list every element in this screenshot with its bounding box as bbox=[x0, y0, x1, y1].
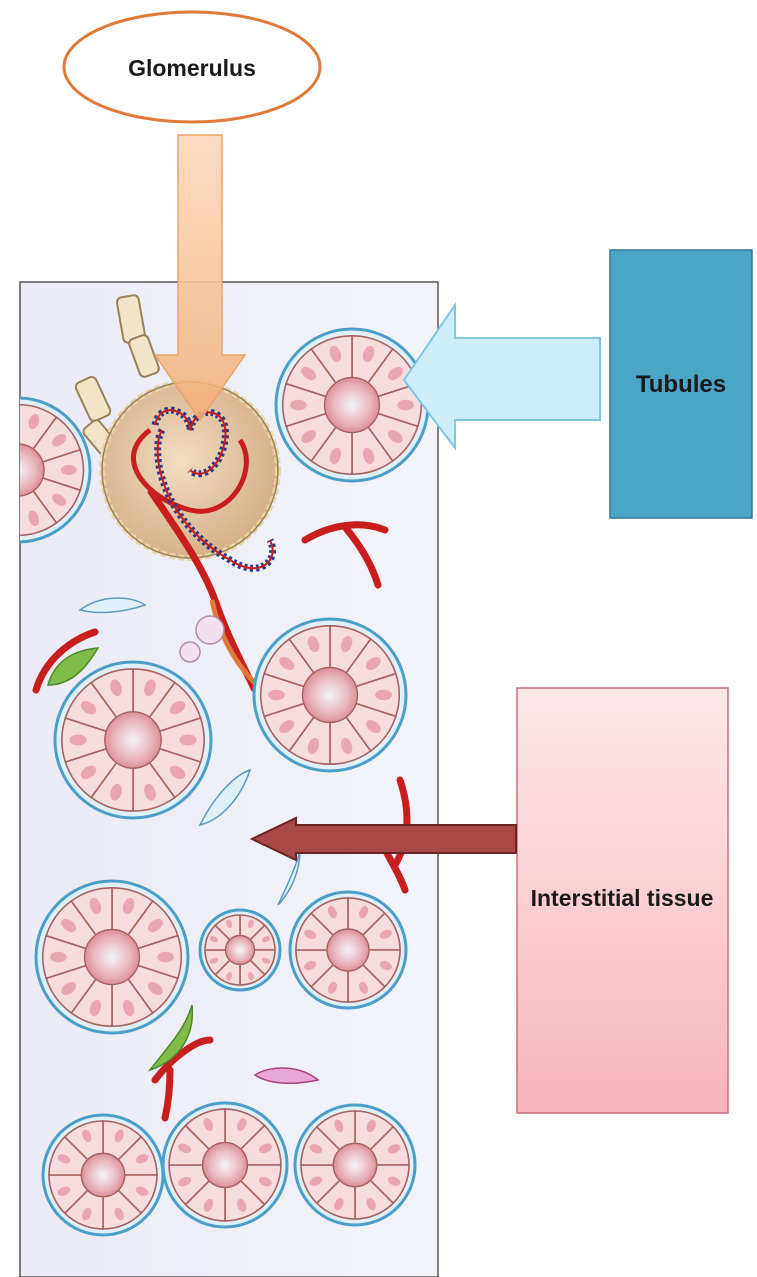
interstitial-arrow bbox=[252, 818, 516, 860]
cell-nucleus bbox=[179, 735, 196, 746]
tubule-lumen bbox=[303, 668, 358, 723]
tubule bbox=[276, 329, 428, 481]
tubules-label: Tubules bbox=[636, 371, 726, 398]
tubules-callout: Tubules bbox=[404, 250, 752, 518]
epithelial-cell bbox=[0, 417, 3, 462]
tubule-lumen bbox=[333, 1143, 376, 1186]
cell-nucleus bbox=[290, 400, 307, 411]
tubule bbox=[290, 892, 406, 1008]
cell-nucleus bbox=[61, 465, 77, 475]
tubule bbox=[163, 1103, 287, 1227]
epithelial-cell bbox=[0, 405, 18, 449]
tubule bbox=[200, 910, 280, 990]
interstitial-label: Interstitial tissue bbox=[531, 885, 714, 911]
tubule-lumen bbox=[327, 929, 369, 971]
cell-nucleus bbox=[0, 413, 9, 431]
tubule-lumen bbox=[105, 712, 161, 768]
tubule-lumen bbox=[226, 936, 255, 965]
cell-nucleus bbox=[268, 690, 285, 701]
cell-nucleus bbox=[69, 735, 86, 746]
cell-nucleus bbox=[50, 952, 67, 963]
cell-nucleus bbox=[0, 509, 9, 527]
glomerulus-label: Glomerulus bbox=[128, 55, 256, 81]
cell-nucleus bbox=[397, 400, 414, 411]
tubule bbox=[36, 881, 188, 1033]
cell-nucleus bbox=[157, 952, 174, 963]
tubule-lumen bbox=[81, 1153, 124, 1196]
tubule bbox=[295, 1105, 415, 1225]
tubule-lumen bbox=[203, 1143, 248, 1188]
epithelial-cell bbox=[0, 478, 3, 523]
tubule bbox=[55, 662, 211, 818]
cell-nucleus bbox=[375, 690, 392, 701]
tubule-lumen bbox=[85, 930, 140, 985]
tubule bbox=[254, 619, 406, 771]
epithelial-cell bbox=[0, 491, 18, 535]
tubule-lumen bbox=[0, 444, 44, 496]
tubule bbox=[43, 1115, 163, 1235]
tubule-lumen bbox=[325, 378, 380, 433]
